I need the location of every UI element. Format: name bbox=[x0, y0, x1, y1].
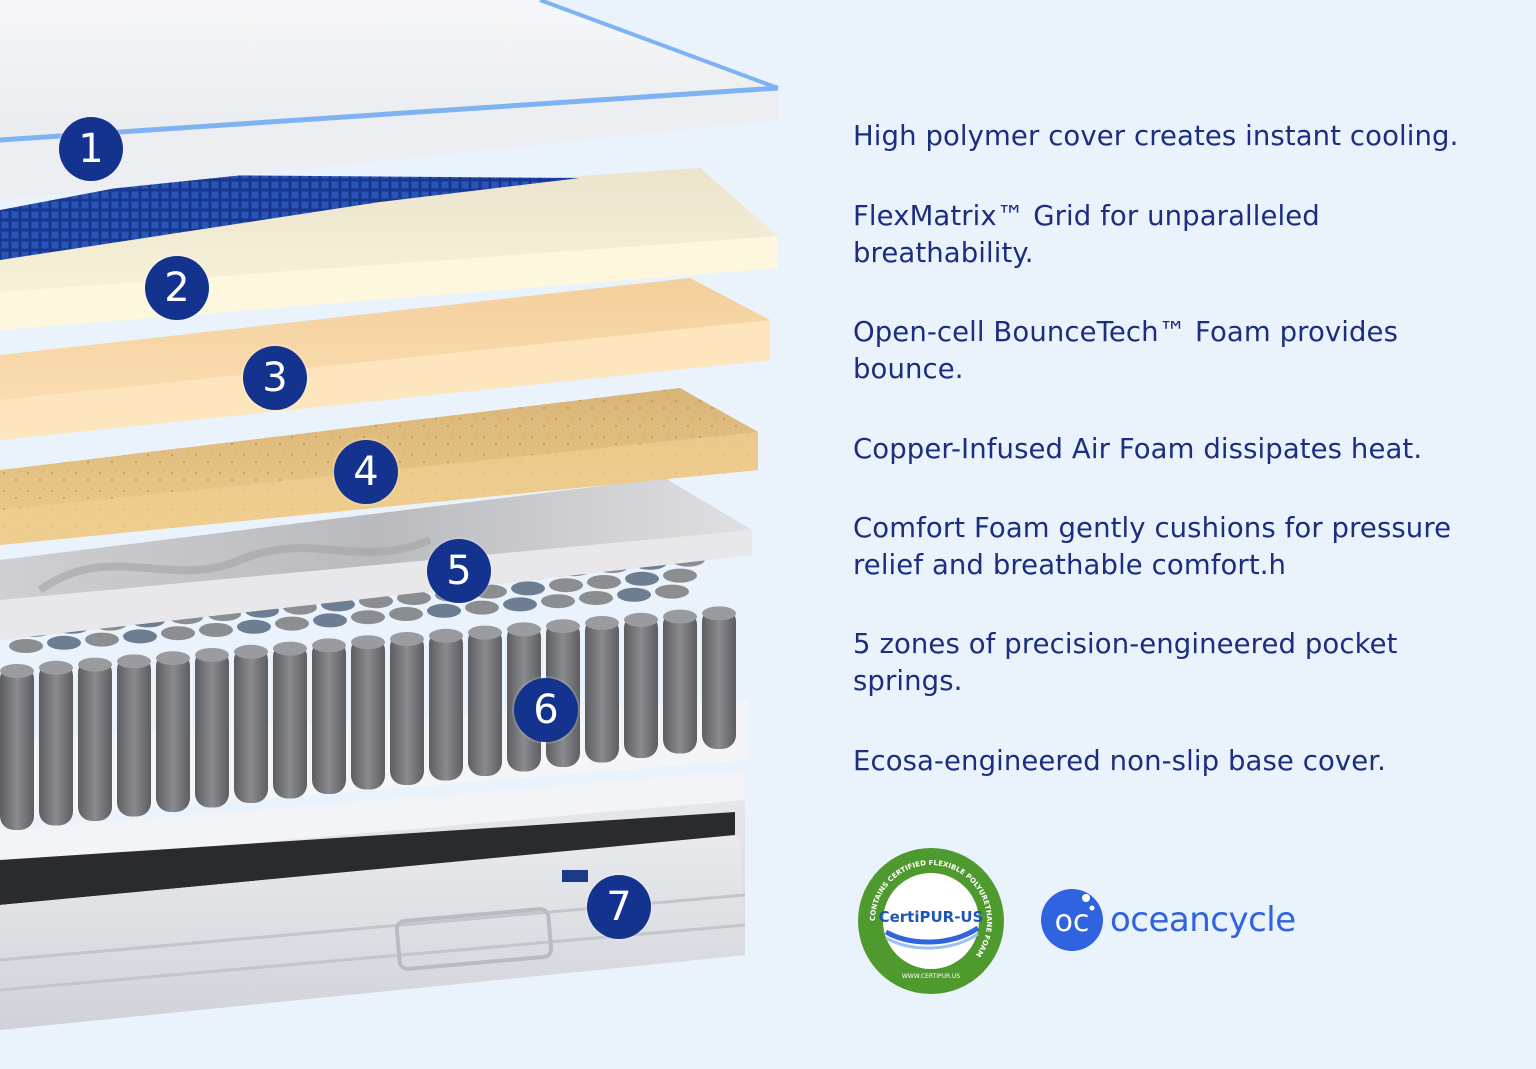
spring-top bbox=[587, 575, 621, 589]
pocket-spring bbox=[78, 658, 112, 821]
pocket-spring-top bbox=[234, 644, 268, 659]
base-cover-layer bbox=[0, 770, 746, 1030]
layer-badge-5: 5 bbox=[427, 539, 491, 603]
spring-top bbox=[313, 613, 347, 628]
pocket-spring-top bbox=[0, 664, 34, 678]
pocket-spring bbox=[390, 633, 424, 785]
cooling-cover-layer bbox=[0, 0, 779, 200]
bounce-foam-layer bbox=[0, 278, 770, 440]
spring-top bbox=[237, 619, 271, 634]
feature-text-1: High polymer cover creates instant cooli… bbox=[853, 120, 1459, 152]
pocket-spring-top bbox=[78, 657, 112, 672]
spring-top bbox=[351, 610, 385, 625]
spring-top bbox=[503, 597, 537, 612]
layer-badge-4: 4 bbox=[334, 440, 398, 504]
pocket-spring-top bbox=[312, 638, 346, 653]
layer-badge-1: 1 bbox=[59, 117, 123, 181]
spring-top bbox=[579, 591, 613, 605]
oceancycle-label: oceancycle bbox=[1110, 900, 1296, 940]
spring-top bbox=[625, 571, 659, 586]
pocket-spring bbox=[117, 655, 151, 817]
pocket-spring bbox=[585, 617, 619, 763]
spring-top bbox=[199, 623, 233, 637]
certipur-label: CertiPUR-US bbox=[879, 908, 984, 926]
oceancycle-logo: oc oceancycle bbox=[1040, 888, 1296, 952]
pocket-spring-top bbox=[468, 625, 502, 640]
feature-text-5: Comfort Foam gently cushions for pressur… bbox=[853, 512, 1452, 581]
pocket-spring-top bbox=[585, 616, 619, 630]
spring-top bbox=[427, 603, 461, 618]
layer-badge-6: 6 bbox=[514, 678, 578, 742]
spring-top bbox=[655, 584, 689, 599]
oceancycle-mark: oc bbox=[1055, 904, 1090, 939]
spring-top bbox=[549, 578, 583, 593]
spring-top bbox=[511, 581, 545, 596]
pocket-spring-top bbox=[702, 606, 736, 621]
pocket-spring bbox=[702, 607, 736, 749]
pocket-spring-top bbox=[546, 619, 580, 634]
pocket-spring bbox=[429, 629, 463, 781]
pocket-spring bbox=[663, 610, 697, 754]
pocket-spring bbox=[234, 645, 268, 803]
feature-text-7: Ecosa-engineered non-slip base cover. bbox=[853, 745, 1387, 777]
spring-top bbox=[541, 594, 575, 609]
spring-top bbox=[397, 591, 431, 605]
pocket-spring bbox=[156, 652, 190, 812]
oceancycle-logo-icon: oc bbox=[1041, 889, 1103, 951]
spring-top bbox=[617, 587, 651, 602]
comfort-foam-layer bbox=[0, 478, 752, 640]
certipur-url: WWW.CERTIPUR.US bbox=[902, 973, 960, 980]
pocket-spring-top bbox=[429, 628, 463, 643]
certipur-seal-icon: CONTAINS CERTIFIED FLEXIBLE POLYURETHANE… bbox=[858, 848, 1004, 994]
pocket-spring-top bbox=[624, 612, 658, 627]
layer-badge-7: 7 bbox=[587, 875, 651, 939]
pocket-spring-top bbox=[273, 641, 307, 656]
pocket-spring-top bbox=[390, 632, 424, 646]
pocket-spring bbox=[624, 613, 658, 758]
feature-text-2: FlexMatrix™ Grid for unparalleled breath… bbox=[853, 200, 1320, 269]
spring-top bbox=[275, 616, 309, 631]
layer-badge-2: 2 bbox=[145, 256, 209, 320]
pocket-spring-top bbox=[507, 622, 541, 637]
pocket-spring bbox=[39, 661, 73, 826]
feature-text-3: Open-cell BounceTech™ Foam provides boun… bbox=[853, 316, 1398, 385]
pocket-spring-top bbox=[195, 648, 229, 662]
spring-top bbox=[123, 629, 157, 644]
spring-top bbox=[9, 639, 43, 653]
pocket-spring-top bbox=[156, 651, 190, 666]
feature-text-6: 5 zones of precision-engineered pocket s… bbox=[853, 628, 1398, 697]
pocket-spring bbox=[468, 626, 502, 776]
spring-top bbox=[161, 626, 195, 641]
pocket-spring bbox=[312, 639, 346, 794]
layer-badge-3: 3 bbox=[243, 346, 307, 410]
pocket-spring bbox=[195, 649, 229, 808]
spring-top bbox=[47, 635, 81, 650]
spring-top bbox=[663, 568, 697, 583]
pocket-spring-top bbox=[663, 609, 697, 624]
pocket-spring-top bbox=[39, 660, 73, 675]
pocket-spring bbox=[0, 665, 34, 830]
feature-text-4: Copper-Infused Air Foam dissipates heat. bbox=[853, 433, 1423, 465]
pocket-spring bbox=[273, 642, 307, 799]
pocket-spring-top bbox=[351, 635, 385, 650]
spring-top bbox=[465, 600, 499, 615]
spring-top bbox=[389, 607, 423, 621]
spring-top bbox=[85, 632, 119, 647]
pocket-spring bbox=[351, 636, 385, 790]
pocket-spring-top bbox=[117, 654, 151, 669]
